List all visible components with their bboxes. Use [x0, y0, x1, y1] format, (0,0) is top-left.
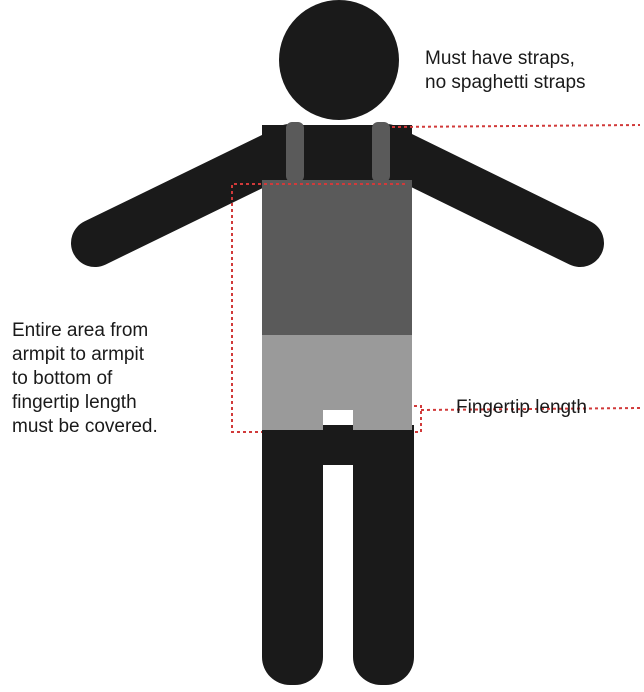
figure-right-arm [386, 148, 580, 243]
figure-head [279, 0, 399, 120]
garment-top [262, 180, 412, 335]
coverage-annotation-line-3: to bottom of [12, 367, 158, 391]
coverage-annotation-line-1: Entire area from [12, 319, 158, 343]
coverage-annotation-line-4: fingertip length [12, 391, 158, 415]
garment-left-strap [286, 122, 304, 182]
coverage-annotation-line-5: must be covered. [12, 415, 158, 439]
coverage-annotation: Entire area from armpit to armpit to bot… [12, 319, 158, 439]
coverage-annotation-line-2: armpit to armpit [12, 343, 158, 367]
garment-right-strap [372, 122, 390, 182]
straps-annotation: Must have straps, no spaghetti straps [425, 47, 586, 95]
straps-annotation-line-2: no spaghetti straps [425, 71, 586, 95]
figure-left-arm [95, 148, 290, 243]
garment-bottom [262, 335, 412, 430]
fingertip-bracket [414, 406, 421, 432]
strap-guide-line [392, 125, 640, 127]
figure-right-leg [353, 430, 414, 685]
figure-left-leg [262, 430, 323, 685]
straps-annotation-line-1: Must have straps, [425, 47, 586, 71]
fingertip-annotation-line-1: Fingertip length [456, 396, 587, 420]
figure-hips [262, 425, 414, 465]
fingertip-annotation: Fingertip length [456, 396, 587, 420]
